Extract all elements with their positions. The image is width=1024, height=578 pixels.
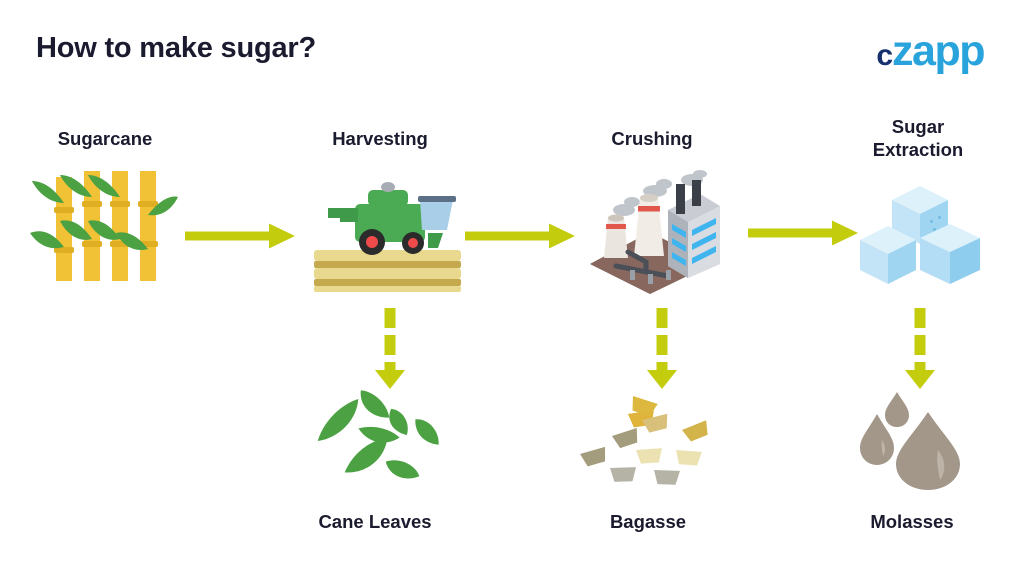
logo-prefix: c [876, 39, 893, 72]
factory-icon [590, 170, 720, 294]
arrow-sugarcane-to-harvesting [185, 223, 295, 249]
page-title: How to make sugar? [36, 32, 317, 64]
byproduct-label-molasses: Molasses [870, 511, 954, 532]
sugar-cubes-icon [860, 186, 980, 284]
stage-label-sugar-extraction: Sugar Extraction [808, 116, 1024, 161]
cane-leaves-icon [317, 390, 439, 479]
stage-label-sugarcane: Sugarcane [57, 128, 153, 149]
arrow-harvesting-to-crushing [465, 223, 575, 249]
arrow-harvesting-to-cane-leaves [375, 308, 405, 389]
sugarcane-icon [30, 171, 178, 281]
byproduct-label-cane-leaves: Cane Leaves [318, 511, 432, 532]
bagasse-icon [580, 396, 708, 485]
stage-label-harvesting: Harvesting [332, 128, 428, 149]
logo-suffix: zapp [892, 27, 985, 75]
arrow-crushing-to-bagasse [647, 308, 677, 389]
arrow-crushing-to-extraction [748, 220, 858, 246]
stage-label-sugar-extraction-line1: Sugar [891, 116, 945, 137]
stage-label-crushing: Crushing [611, 128, 693, 149]
stage-label-sugar-extraction-line2: Extraction [872, 138, 964, 160]
czapp-logo[interactable]: c zapp [876, 27, 985, 75]
molasses-drops-icon [860, 392, 960, 490]
arrow-extraction-to-molasses [905, 308, 935, 389]
harvester-icon [314, 182, 461, 292]
byproduct-label-bagasse: Bagasse [609, 511, 687, 532]
